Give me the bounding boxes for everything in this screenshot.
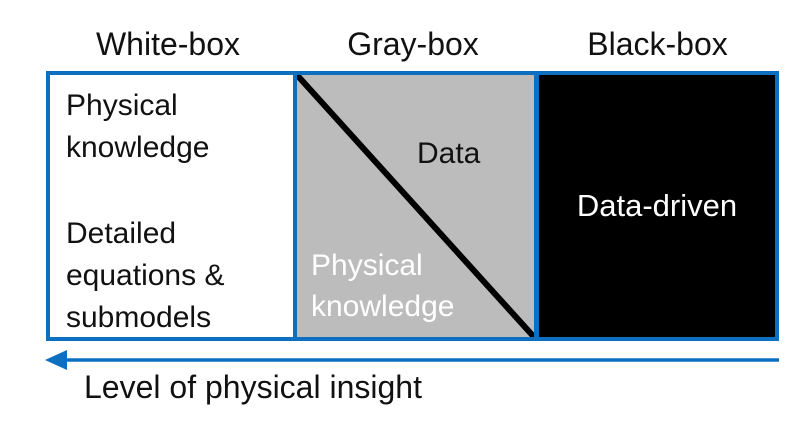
black-box-section: Data-driven [539, 75, 775, 337]
white-box-header: White-box [95, 26, 241, 62]
left-arrow-icon [45, 350, 779, 370]
black-box-data-driven-label: Data-driven [576, 188, 738, 223]
gray-box-section: Data Physical knowledge [293, 75, 539, 337]
white-box-text-detailed-equations: Detailed equations & submodels [66, 217, 225, 334]
model-box: Physical knowledge Detailed equations & … [46, 71, 779, 341]
axis-caption: Level of physical insight [84, 369, 422, 405]
gray-box-data-label: Data [417, 137, 481, 170]
white-box-section: Physical knowledge Detailed equations & … [50, 75, 293, 337]
diagonal-divider-line [297, 75, 534, 337]
black-box-header: Black-box [587, 26, 728, 62]
white-box-text-physical-knowledge: Physical knowledge [66, 89, 210, 164]
gray-box-header: Gray-box [347, 26, 479, 62]
gray-box-physical-knowledge-label: Physical knowledge [311, 249, 455, 323]
